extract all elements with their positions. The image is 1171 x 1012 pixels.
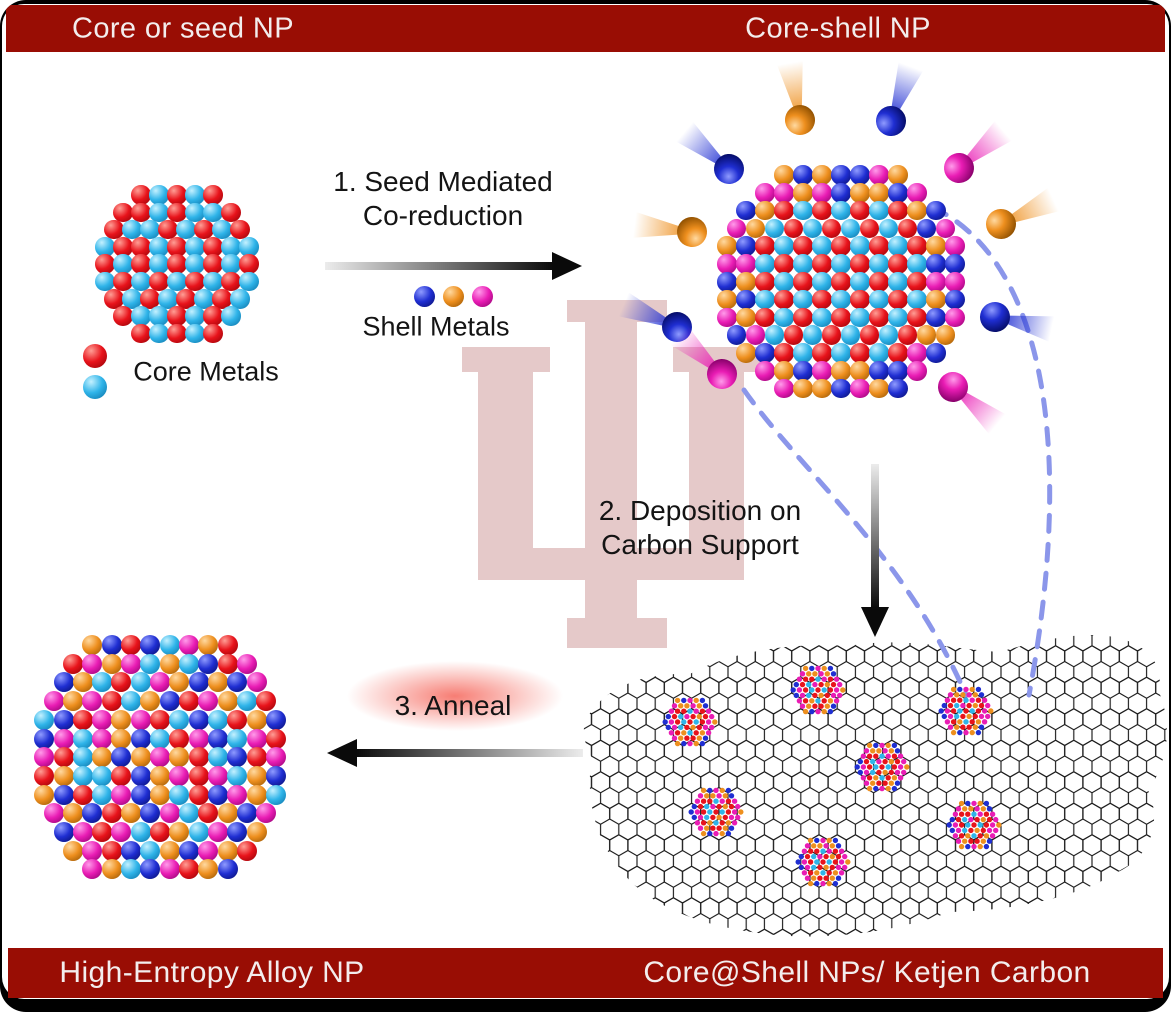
step2-arrow-head — [861, 607, 889, 637]
shell-metal-atom-comet — [944, 120, 1012, 183]
supported-nanoparticle — [795, 837, 851, 887]
anneal-heat-glow — [347, 661, 563, 731]
step1-arrow-head — [552, 252, 582, 280]
supported-nanoparticles — [662, 665, 1002, 887]
step2-arrow-shaft — [871, 464, 879, 608]
shell-metal-atom-comet — [980, 302, 1055, 342]
supported-nanoparticle — [790, 665, 846, 715]
shell-metal-atom-comet — [986, 187, 1060, 239]
shell-metal-atom-comet — [938, 372, 1006, 435]
step1-line2: Co-reduction — [362, 200, 524, 231]
step2-line2: Carbon Support — [601, 529, 799, 560]
core-metals-label: Core Metals — [133, 356, 279, 387]
supported-nanoparticle — [938, 686, 994, 736]
supported-nanoparticle — [662, 697, 718, 747]
shell-metal-atom-comet — [670, 325, 737, 389]
step3-label: 3. Anneal — [394, 690, 512, 721]
shell-metals-label: Shell Metals — [362, 311, 510, 342]
shell-metal-atom-comet — [777, 60, 815, 135]
step2-label: 2. Deposition on Carbon Support — [599, 494, 801, 562]
bottom-banner — [8, 948, 1163, 998]
banner-label-hea: High-Entropy Alloy NP — [59, 956, 365, 989]
supported-nanoparticle — [946, 800, 1002, 850]
shell-metal-atom-comets — [618, 60, 1060, 435]
step1-arrow-shaft — [325, 262, 553, 270]
step1-line1: 1. Seed Mediated — [333, 166, 553, 197]
step3-arrow-head — [327, 739, 357, 767]
step1-label: 1. Seed Mediated Co-reduction — [333, 165, 553, 233]
banner-label-core-shell-ketjen: Core@Shell NPs/ Ketjen Carbon — [643, 956, 1091, 989]
banner-label-core-shell: Core-shell NP — [745, 12, 931, 45]
shell-metal-atom-comet — [876, 62, 924, 136]
supported-nanoparticle — [688, 787, 744, 837]
step2-line1: 2. Deposition on — [598, 495, 802, 526]
shell-metal-atom-comet — [676, 121, 744, 184]
shell-metal-atom-comet — [632, 212, 707, 247]
banner-label-core-seed: Core or seed NP — [72, 12, 294, 45]
step3-arrow-shaft — [356, 749, 583, 757]
deposition-path-dashed — [741, 204, 1053, 698]
carbon-support-mesh — [583, 635, 1167, 937]
top-banner — [6, 5, 1165, 52]
supported-nanoparticle — [854, 742, 910, 792]
